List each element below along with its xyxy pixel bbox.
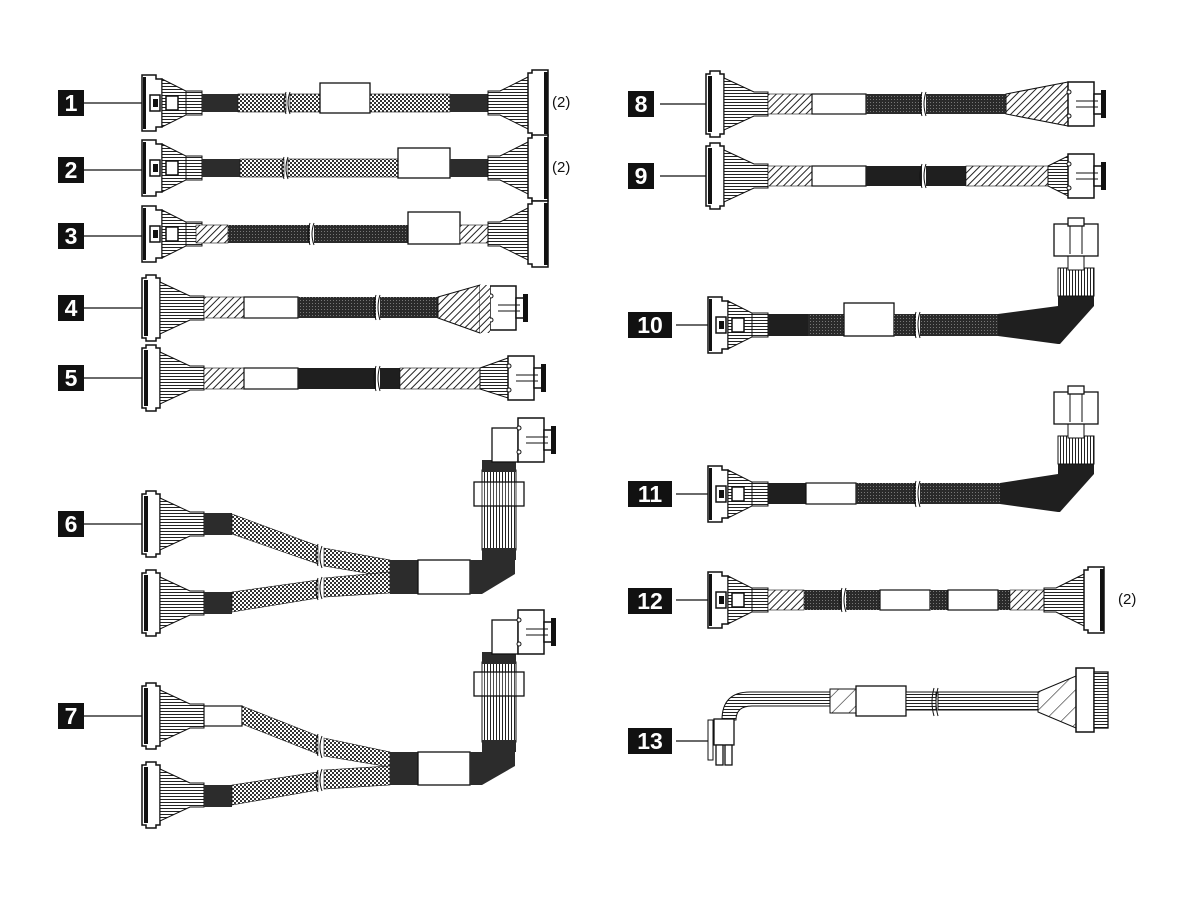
cable-4 <box>84 274 529 342</box>
callout-7: 7 <box>58 703 84 729</box>
callout-4: 4 <box>58 295 84 321</box>
cable-5 <box>84 344 547 412</box>
quantity-cable-1: (2) <box>552 94 571 111</box>
cable-11 <box>676 385 1099 523</box>
quantity-cable-2: (2) <box>552 159 571 176</box>
callout-9: 9 <box>628 163 654 189</box>
cable-7 <box>84 609 557 829</box>
cable-13 <box>676 667 1109 766</box>
callout-6: 6 <box>58 511 84 537</box>
cable-2 <box>84 134 549 202</box>
callout-5: 5 <box>58 365 84 391</box>
callout-3: 3 <box>58 223 84 249</box>
cable-9 <box>660 142 1107 210</box>
callout-11: 11 <box>628 481 672 507</box>
callout-10: 10 <box>628 312 672 338</box>
cable-6 <box>84 417 557 637</box>
callout-12: 12 <box>628 588 672 614</box>
cable-12 <box>676 566 1105 634</box>
callout-13: 13 <box>628 728 672 754</box>
cable-1 <box>84 69 549 137</box>
quantity-cable-12: (2) <box>1118 591 1137 608</box>
cable-10 <box>676 217 1099 354</box>
cable-3 <box>84 200 549 268</box>
callout-8: 8 <box>628 91 654 117</box>
cable-8 <box>660 70 1107 138</box>
callout-2: 2 <box>58 157 84 183</box>
callout-1: 1 <box>58 90 84 116</box>
